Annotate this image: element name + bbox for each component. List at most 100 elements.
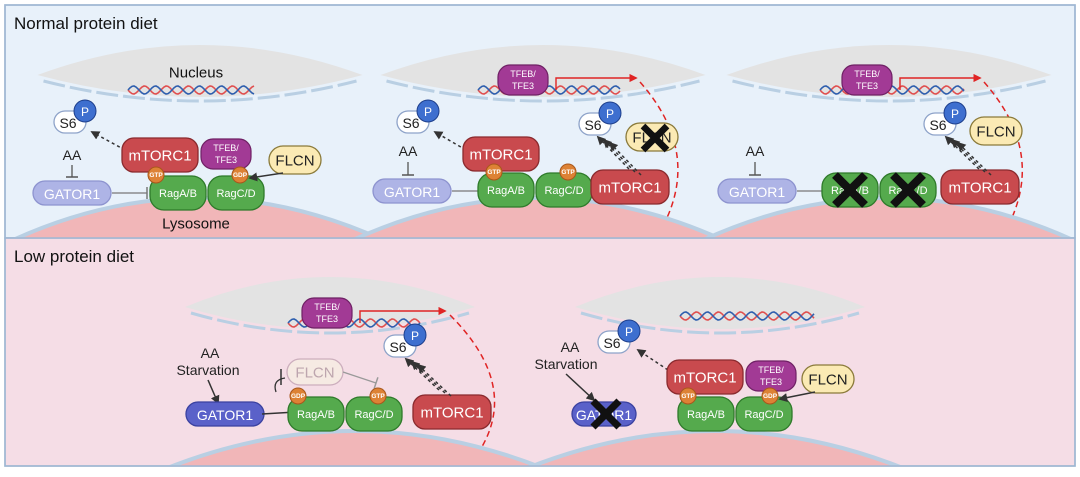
raga: RagA/B (477, 172, 535, 208)
ragc-label: RagC/D (544, 185, 583, 197)
flcn-shape (801, 364, 855, 394)
nuclear-envelope (386, 79, 700, 103)
gtp-shape (485, 163, 503, 181)
raga-shape (287, 396, 345, 432)
gtp-shape (147, 166, 165, 184)
tfeb-nuclear-loop (444, 314, 496, 458)
tfeb: TFEB/TFE3 (497, 64, 549, 96)
gtp-2: GTP (559, 163, 577, 181)
raga-shape (477, 172, 535, 208)
s6-p: S6P (923, 101, 967, 136)
phospho-shape (598, 101, 622, 125)
gdp: GDP (761, 387, 779, 405)
gator1-label: GATOR1 (384, 184, 440, 200)
gator1-label: GATOR1 (729, 184, 785, 200)
mtorc1-label: mTORC1 (469, 147, 532, 164)
mtorc1-to-s6-arrow (90, 131, 126, 151)
flcn-shape (969, 116, 1023, 146)
transcription-arrow (359, 306, 447, 323)
flcn: FLCN (969, 116, 1023, 146)
gdp: GDP (231, 166, 249, 184)
inhibit-line (342, 371, 377, 384)
tfeb: TFEB/TFE3 (745, 360, 797, 392)
gdp-shape (761, 387, 779, 405)
gator1-label: GATOR1 (197, 407, 253, 423)
figure-border (4, 4, 1076, 467)
gtp-label: GTP (371, 393, 385, 400)
dna-strand-2 (679, 311, 815, 321)
nucleus-label: Nucleus (169, 65, 223, 82)
phospho-label: P (951, 107, 959, 121)
phospho-label: P (411, 329, 419, 343)
ragc-loss-x (890, 172, 926, 208)
s6-label: S6 (402, 115, 419, 131)
tfeb-shape (841, 64, 893, 96)
mtorc1-label: mTORC1 (128, 148, 191, 165)
flcn-label: FLCN (808, 372, 847, 389)
flcn-shape (268, 145, 322, 175)
gator1-shape (32, 180, 112, 206)
gtp-2-shape (559, 163, 577, 181)
gtp: GTP (147, 166, 165, 184)
gdp-label: GDP (763, 393, 778, 400)
aa-inhibits-gator1 (402, 162, 414, 176)
flcn-to-ragc-arrow (248, 172, 284, 182)
gdp: GDP (289, 387, 307, 405)
ragc-loss-x-stroke (890, 172, 926, 208)
phospho-label: P (606, 107, 614, 121)
tfeb-label-2: TFE3 (856, 81, 878, 91)
mtorc1-free-label: mTORC1 (948, 180, 1011, 197)
mtorc1: mTORC1 (121, 137, 199, 173)
mtorc1: mTORC1 (462, 136, 540, 172)
transcription-arrow (899, 73, 982, 90)
lysosome (167, 429, 543, 466)
gtp: GTP (485, 163, 503, 181)
phospho-arrow (416, 363, 452, 397)
gtp: GTP (369, 387, 387, 405)
raga-loss-x-stroke (832, 172, 868, 208)
raga: RagA/B (149, 175, 207, 211)
gator1-inhibits-raga (112, 187, 148, 199)
tfeb-shape (301, 297, 353, 329)
tfeb: TFEB/TFE3 (841, 64, 893, 96)
dna (127, 85, 255, 95)
nuclear-envelope (580, 311, 860, 335)
gtp-shape (369, 387, 387, 405)
gator1: GATOR1 (372, 178, 452, 204)
aa-starvation-label-1: AA (201, 345, 220, 361)
mtorc1-free-label: mTORC1 (598, 180, 661, 197)
raga-label: RagA/B (297, 409, 335, 421)
aa-label: AA (746, 143, 765, 159)
aa-starvation-label-2: Starvation (176, 362, 239, 378)
tfeb: TFEB/TFE3 (200, 138, 252, 170)
nuclear-envelope (190, 311, 470, 335)
phospho-shape (73, 99, 97, 123)
dna-strand-2 (127, 85, 255, 95)
aa-inhibits-gator1 (749, 162, 761, 176)
mtorc1-to-s6-dashed (596, 135, 642, 176)
tfeb-label-1: TFEB/ (510, 69, 536, 79)
transcription (359, 306, 447, 323)
mtorc1-shape (666, 359, 744, 395)
phospho-arrow (608, 141, 642, 176)
starvation-to-gator1-arrow (207, 379, 220, 405)
ragc-label: RagC/D (354, 409, 393, 421)
gdp-label: GDP (233, 172, 248, 179)
tfeb-label-2: TFE3 (215, 155, 237, 165)
mtorc1-free-shape (412, 394, 492, 430)
raga-shape (677, 396, 735, 432)
gator1-shape (717, 178, 797, 204)
lysosome-membrane (167, 429, 543, 466)
phospho-shape (943, 101, 967, 125)
transcription (899, 73, 982, 90)
raga-label: RagA/B (487, 185, 525, 197)
dna (679, 311, 815, 321)
gtp-2-label: GTP (561, 169, 575, 176)
raga: RagA/B (287, 396, 345, 432)
low-section-title: Low protein diet (14, 247, 134, 266)
gtp-shape (679, 387, 697, 405)
flcn: FLCN (801, 364, 855, 394)
mtorc1-to-s6-dashed (944, 135, 992, 176)
s6-label: S6 (584, 117, 601, 133)
